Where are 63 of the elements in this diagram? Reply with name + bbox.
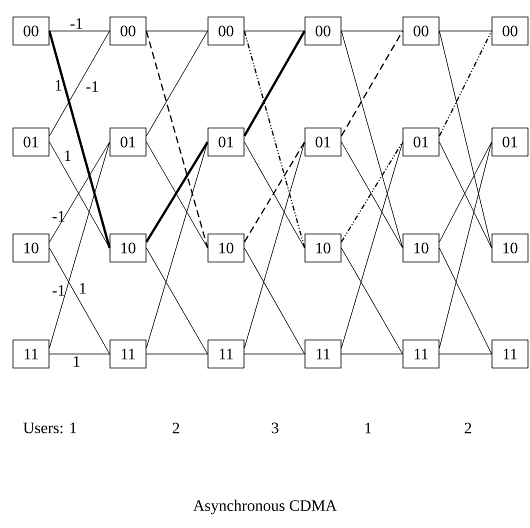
user-label: 1 [365,422,372,434]
trellis-line [341,30,403,248]
state-box: 01 [208,128,244,156]
edge-label: 1 [74,356,80,367]
state-box: 01 [110,128,146,156]
trellis-line [49,248,110,354]
state-box: 01 [304,128,342,156]
trellis-line [146,30,208,32]
state-box: 01 [12,128,50,156]
trellis-line [341,248,403,354]
state-box: 00 [208,16,244,46]
trellis-line [244,248,305,354]
state-box: 00 [12,16,50,46]
trellis-line [49,142,110,348]
trellis-line [243,30,306,137]
trellis-line [341,30,403,32]
edge-label: -1 [86,81,98,92]
trellis-line [439,30,492,248]
caption: Asynchronous CDMA [193,500,337,514]
trellis-line [49,30,110,136]
state-box: 11 [110,340,146,368]
edge-label: -1 [52,210,64,222]
state-box: 11 [492,340,528,368]
trellis-line [244,30,306,248]
state-box: 01 [492,128,528,156]
trellis-line [340,30,404,136]
user-label: 2 [172,422,180,434]
edge-label: 1 [80,282,86,294]
trellis-line [146,30,208,248]
state-box: 11 [208,340,244,368]
trellis-line [49,30,110,32]
state-box: 00 [402,16,440,46]
edge-label: 1 [65,150,71,161]
state-box: 00 [304,16,342,46]
user-label: 3 [272,422,278,434]
state-box: 11 [12,340,50,368]
trellis-line [341,142,403,348]
state-box: 00 [492,16,528,46]
state-box: 10 [208,234,244,262]
state-box: 11 [304,340,342,368]
state-box: 10 [12,234,50,262]
user-label: Users: 1 [23,422,76,434]
edge-label: 1 [56,80,62,90]
trellis-line [439,142,492,348]
state-box: 01 [402,128,440,156]
state-box: 10 [304,234,342,262]
trellis-line [146,142,208,348]
trellis-line [146,248,208,354]
trellis-line [439,248,492,354]
state-box: 10 [492,234,528,262]
trellis-line [244,142,305,348]
edge-label: -1 [70,18,82,29]
trellis-line [48,30,111,248]
state-box: 11 [402,340,440,368]
trellis-line [439,30,492,32]
state-box: 10 [110,234,146,262]
user-label: 2 [464,422,472,434]
trellis-line [244,30,305,32]
state-box: 10 [402,234,440,262]
trellis-line [146,30,208,136]
trellis-line [438,30,492,136]
edge-label: -1 [52,285,64,296]
state-box: 00 [110,16,146,46]
